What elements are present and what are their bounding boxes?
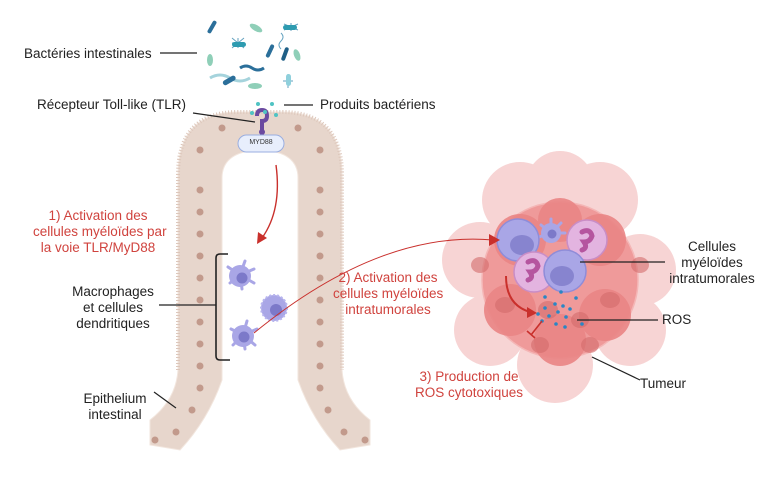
step3-line: ROS cytotoxiques <box>414 385 524 400</box>
macrophages-line: et cellules <box>82 300 144 315</box>
label-bacterial-products: Produits bactériens <box>320 97 436 112</box>
bacterium-rod <box>232 42 246 47</box>
myd88-adaptor <box>237 134 285 153</box>
bacterium-coccus <box>293 49 301 61</box>
bacterium-coccus <box>207 54 213 66</box>
macrophages-line: Macrophages <box>72 284 154 299</box>
myeloid-line: myéloïdes <box>681 255 743 270</box>
bacterium-rod <box>222 75 236 86</box>
label-epithelium: Epithelium intestinal <box>80 391 150 423</box>
step1-line: la voie TLR/MyD88 <box>40 240 156 255</box>
step2-line: 2) Activation des <box>338 270 438 285</box>
label-bacteria: Bactéries intestinales <box>24 46 152 61</box>
bacterium-rod <box>286 74 291 86</box>
intratumoral-myeloid-cells <box>496 217 608 293</box>
dendritic-cell-tumor <box>537 217 567 243</box>
arrows <box>253 164 543 339</box>
dendritic-cell <box>229 319 259 351</box>
bacterial-products <box>250 102 278 117</box>
label-ros: ROS <box>662 312 692 327</box>
epithelium-line: Epithelium <box>83 391 147 406</box>
bacterium-spiral <box>239 64 265 72</box>
label-myeloid-cells: Cellules myéloïdes intratumorales <box>664 239 760 287</box>
arrow-step1 <box>261 164 279 239</box>
inhibition-bar <box>526 330 536 339</box>
step2-line: intratumorales <box>345 302 431 317</box>
leader-lines <box>153 52 665 409</box>
label-step2: 2) Activation des cellules myéloïdes int… <box>333 270 443 318</box>
label-macrophages: Macrophages et cellules dendritiques <box>68 284 158 332</box>
macrophage-cell <box>226 259 256 291</box>
bacterium-rod <box>265 44 275 58</box>
bacteria-cluster <box>207 20 301 89</box>
arrow-step2 <box>253 238 494 334</box>
myeloid-line: Cellules <box>687 239 737 254</box>
myeloid-line: intratumorales <box>669 271 755 286</box>
label-tumor: Tumeur <box>640 376 687 391</box>
inhibition-line <box>530 320 543 336</box>
bacterium-rod <box>207 20 217 34</box>
step3-line: 3) Production de <box>419 369 519 384</box>
bacterium-coccus <box>249 23 263 33</box>
bacterium-rod <box>281 47 289 61</box>
label-tlr: Récepteur Toll-like (TLR) <box>37 97 187 112</box>
macrophages-line: dendritiques <box>76 316 150 331</box>
epithelium-line: intestinal <box>88 407 142 422</box>
label-step3: 3) Production de ROS cytotoxiques <box>413 369 525 401</box>
label-step1: 1) Activation des cellules myéloïdes par… <box>33 208 167 256</box>
bracket <box>215 253 230 361</box>
step2-line: cellules myéloïdes <box>333 286 444 301</box>
step1-line: 1) Activation des <box>48 208 148 223</box>
arrow-step3 <box>505 275 531 313</box>
label-myd88: MYD88 <box>249 139 273 146</box>
bacterium-coccus <box>248 83 262 89</box>
epithelial-nuclei <box>151 124 369 444</box>
step1-line: cellules myéloïdes par <box>33 224 167 239</box>
bacterium-rod <box>283 25 297 30</box>
intestinal-villus <box>149 110 371 451</box>
arrowheads <box>257 232 537 318</box>
ros-particles <box>536 290 584 329</box>
